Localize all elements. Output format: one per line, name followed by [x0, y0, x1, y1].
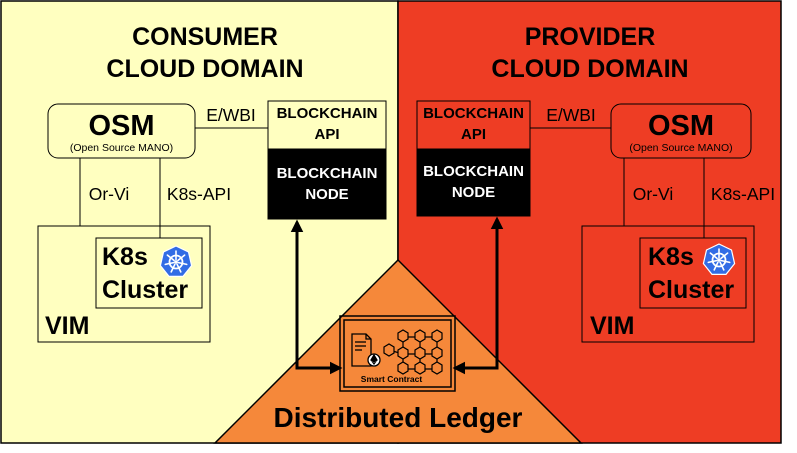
kubernetes-icon	[159, 245, 193, 277]
provider-osm-box	[610, 103, 752, 159]
consumer-blockchain-api-line1: BLOCKCHAIN	[276, 105, 378, 122]
kubernetes-icon	[702, 243, 736, 275]
consumer-blockchain-node-box	[267, 148, 387, 220]
provider-bidirectional-arrow	[452, 216, 504, 375]
provider-blockchain-api-line2: API	[460, 126, 486, 143]
consumer-vim-box	[37, 225, 211, 343]
smart-contract-icon	[351, 333, 381, 367]
consumer-osm-box	[47, 103, 196, 159]
provider-osm-subtitle: (Open Source MANO)	[629, 142, 733, 154]
consumer-blockchain-node-line1: BLOCKCHAIN	[276, 165, 378, 182]
provider-k8s-cluster-label: K8s Cluster	[648, 241, 734, 307]
consumer-blockchain-node-label: BLOCKCHAIN NODE	[268, 163, 386, 205]
provider-blockchain-node-line1: BLOCKCHAIN	[423, 163, 524, 180]
provider-k8s-cluster-box	[639, 237, 747, 309]
blockchain-network-icon	[383, 329, 443, 375]
provider-blockchain-node-box	[416, 148, 531, 217]
provider-k8sapi-label: K8s-API	[710, 184, 776, 204]
consumer-connectors	[79, 127, 268, 238]
consumer-orvi-label: Or-Vi	[88, 184, 130, 204]
provider-k8s-line2: Cluster	[648, 276, 735, 304]
provider-blockchain-node-label: BLOCKCHAIN NODE	[417, 161, 530, 203]
provider-blockchain-api-label: BLOCKCHAIN API	[417, 103, 530, 145]
provider-title-line1: PROVIDER	[524, 23, 656, 51]
consumer-blockchain-api-line2: API	[314, 126, 340, 143]
consumer-osm-title: OSM	[88, 110, 155, 142]
provider-connectors	[530, 127, 705, 238]
provider-blockchain-node-line2: NODE	[451, 184, 496, 201]
consumer-k8s-cluster-label: K8s Cluster	[102, 241, 188, 307]
provider-k8s-line1: K8s	[648, 243, 694, 271]
consumer-k8s-cluster-box	[95, 237, 203, 309]
consumer-ewbi-label: E/WBI	[206, 105, 256, 125]
distributed-ledger-label: Distributed Ledger	[273, 402, 523, 433]
provider-vim-box	[581, 225, 755, 343]
consumer-title-line1: CONSUMER	[132, 23, 278, 51]
consumer-osm-subtitle: (Open Source MANO)	[69, 142, 174, 154]
consumer-bidirectional-arrow	[290, 219, 343, 375]
consumer-k8sapi-label: K8s-API	[166, 184, 232, 204]
provider-domain-title: PROVIDER CLOUD DOMAIN	[465, 21, 715, 85]
smart-contract-label: Smart Contract	[360, 374, 423, 384]
provider-vim-label: VIM	[590, 312, 635, 340]
consumer-blockchain-api-label: BLOCKCHAIN API	[268, 103, 386, 145]
consumer-k8s-line1: K8s	[102, 243, 148, 271]
smart-contract-box-outer	[339, 315, 456, 392]
consumer-title-line2: CLOUD DOMAIN	[106, 55, 304, 83]
provider-blockchain-api-line1: BLOCKCHAIN	[423, 105, 524, 122]
provider-ewbi-label: E/WBI	[546, 105, 596, 125]
consumer-k8s-line2: Cluster	[102, 276, 189, 304]
smart-contract-box-inner	[343, 319, 452, 388]
provider-osm-title: OSM	[647, 110, 715, 142]
provider-title-line2: CLOUD DOMAIN	[491, 55, 689, 83]
consumer-domain-title: CONSUMER CLOUD DOMAIN	[80, 21, 330, 85]
provider-orvi-label: Or-Vi	[632, 184, 674, 204]
consumer-blockchain-node-line2: NODE	[305, 186, 349, 203]
consumer-vim-label: VIM	[45, 312, 90, 340]
